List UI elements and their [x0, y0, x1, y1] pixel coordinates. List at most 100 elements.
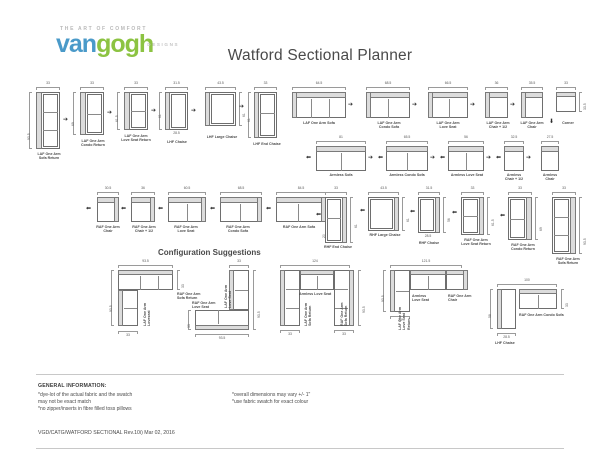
arrow-right-icon: ➔	[368, 155, 374, 161]
dim-width: 33	[334, 186, 338, 190]
piece-arm	[36, 92, 42, 149]
piece-label: RAF One Arm Love Seat Return	[461, 238, 491, 247]
piece-arm	[280, 270, 285, 326]
arrow-right-icon: ➔	[191, 108, 197, 114]
part-label: RAF One Arm Love Seat	[192, 301, 216, 310]
piece-seat	[510, 199, 525, 238]
dim-overall-width: 93.5	[142, 259, 149, 263]
dim-rule-vertical	[253, 270, 256, 330]
seat-divider	[510, 219, 525, 220]
arrow-left-icon: ⬅	[452, 210, 458, 216]
seat-divider	[538, 295, 539, 309]
piece-label: RAF One Arm Chair + 1/2	[132, 225, 156, 234]
dim-rule-vertical	[443, 197, 446, 233]
dim-rule-vertical	[29, 92, 32, 149]
dim-rule	[292, 87, 346, 90]
dim-depth: 33.5	[583, 103, 587, 110]
seat-divider	[335, 308, 348, 309]
arrow-right-icon: ➔	[151, 108, 157, 114]
seat-divider	[463, 216, 478, 217]
seat-divider	[327, 218, 341, 219]
piece-label: RAF One Arm Sofa	[282, 225, 316, 229]
seat-divider	[260, 113, 275, 114]
arrow-right-icon: ➔	[470, 102, 476, 108]
dim-rule	[448, 141, 484, 144]
piece-label: RHF End Chaise	[324, 245, 352, 249]
part-label: LHF Chaise	[495, 341, 515, 345]
seat-divider	[407, 153, 408, 171]
piece-arm	[570, 197, 576, 254]
piece-back	[220, 197, 262, 203]
dim-rule	[390, 316, 410, 319]
dim-rule-vertical	[487, 197, 490, 235]
arrow-down-icon: ⬇	[549, 119, 555, 125]
seat-divider	[235, 290, 248, 291]
dim-rule	[485, 87, 508, 90]
dim-rule	[334, 330, 354, 333]
general-information-title: GENERAL INFORMATION:	[38, 383, 107, 389]
part-label: LAF One Arm Sofa Return	[304, 302, 313, 326]
part-label: RAF One Arm Condo Sofa	[519, 313, 564, 317]
piece-arm	[257, 197, 262, 222]
piece-back	[519, 289, 557, 294]
piece-label: LAF One Arm Condo Return	[81, 139, 105, 148]
dim-width: 84.5	[297, 186, 305, 190]
dim-rule	[316, 141, 366, 144]
dim-rule	[504, 141, 524, 144]
arrow-right-icon: ➔	[430, 155, 436, 161]
arrow-left-icon: ⬅	[378, 155, 384, 161]
dim-part: 33	[126, 333, 130, 337]
seat-divider	[187, 204, 188, 222]
dim-depth: 69	[71, 122, 75, 126]
piece-label: LAF One Arm Love Seat Return	[121, 134, 151, 143]
piece-back	[448, 146, 484, 152]
footer-divider-bottom	[36, 448, 564, 449]
seat-divider	[124, 308, 137, 309]
piece-seat	[370, 199, 393, 229]
piece-label: RHF Chaise	[418, 241, 440, 245]
general-info-left-notes: *dye-lot of the actual fabric and the sw…	[38, 392, 133, 413]
part-label: LAF One Arm Loveseat	[143, 302, 152, 326]
piece-label: LAF One Arm Chair + 1/2	[486, 121, 510, 130]
seat-divider	[286, 289, 299, 290]
piece-label: LHF Large Chaise	[206, 135, 238, 139]
dim-rule	[541, 141, 559, 144]
dim-width: 81	[339, 135, 343, 139]
seat-divider	[286, 308, 299, 309]
dim-part: 33	[181, 284, 185, 288]
dim-rule	[165, 87, 188, 90]
dim-depth: 61.5	[115, 115, 119, 122]
dim-width: 33	[134, 81, 138, 85]
seat-divider	[554, 217, 569, 218]
piece-arm	[201, 197, 206, 222]
dim-rule-vertical	[188, 310, 191, 330]
dim-rule	[428, 87, 468, 90]
dim-rule	[368, 192, 399, 195]
dim-rule	[366, 87, 410, 90]
seat-divider	[335, 289, 348, 290]
dim-rule	[118, 265, 173, 268]
dim-overall-width: 93.5	[218, 336, 226, 340]
dim-rule	[521, 87, 543, 90]
seat-divider	[396, 291, 409, 292]
seat-divider	[388, 99, 389, 118]
dim-width: 33	[46, 81, 50, 85]
dim-part: 33	[288, 332, 292, 336]
dim-width: 33	[263, 81, 268, 85]
arrow-left-icon: ⬅	[500, 213, 506, 219]
dim-width: 60.5	[183, 186, 191, 190]
piece-back	[276, 197, 326, 203]
seat-divider	[341, 153, 342, 171]
dim-rule	[497, 284, 557, 287]
seat-divider	[240, 204, 241, 222]
seat-divider	[43, 112, 58, 113]
dim-rule-vertical	[111, 270, 114, 326]
dim-depth: 61	[247, 118, 251, 122]
piece-label: LAF One Arm Condo Sofa	[377, 121, 401, 130]
dim-width: 56	[464, 135, 468, 139]
piece-seat	[171, 94, 186, 128]
dim-depth: 93.5	[27, 133, 31, 140]
dim-width: 33	[562, 186, 566, 190]
dim-depth: 61	[158, 114, 162, 118]
